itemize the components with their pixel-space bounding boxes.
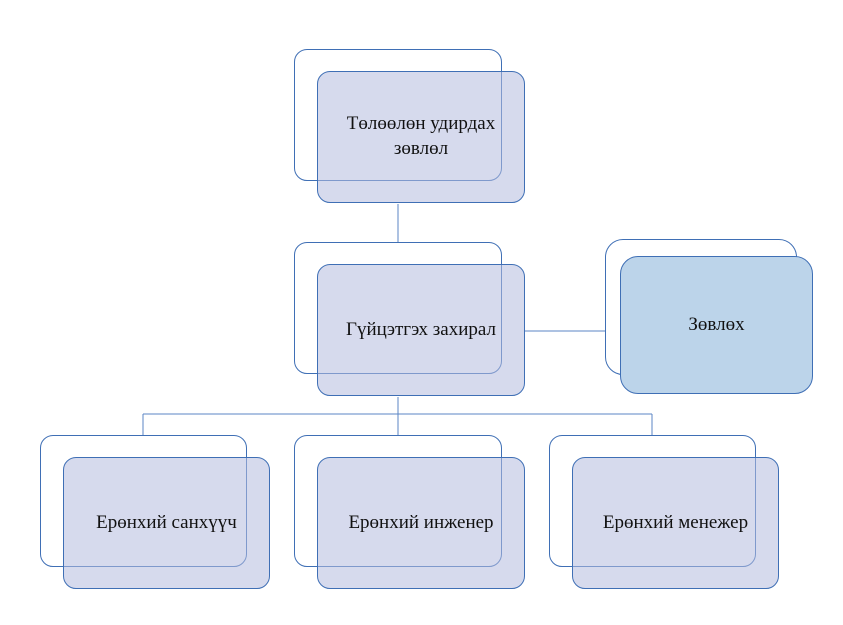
advisor-label: Зөвлөх bbox=[688, 313, 745, 335]
board-label: Төлөөлөн удирдах зөвлөл bbox=[346, 113, 496, 159]
chief-accountant-node-box: Ерөнхий санхүүч bbox=[63, 457, 270, 589]
executive-director-node-box: Гүйцэтгэх захирал bbox=[317, 264, 525, 396]
executive-director-label: Гүйцэтгэх захирал bbox=[346, 318, 496, 340]
chief-engineer-label: Ерөнхий инженер bbox=[348, 511, 494, 533]
board-node-box: Төлөөлөн удирдах зөвлөл bbox=[317, 71, 525, 203]
chief-manager-node-box: Ерөнхий менежер bbox=[572, 457, 779, 589]
chief-manager-label: Ерөнхий менежер bbox=[602, 511, 749, 533]
chief-accountant-label: Ерөнхий санхүүч bbox=[96, 511, 237, 533]
advisor-node-box: Зөвлөх bbox=[620, 256, 813, 394]
chief-engineer-node-box: Ерөнхий инженер bbox=[317, 457, 525, 589]
